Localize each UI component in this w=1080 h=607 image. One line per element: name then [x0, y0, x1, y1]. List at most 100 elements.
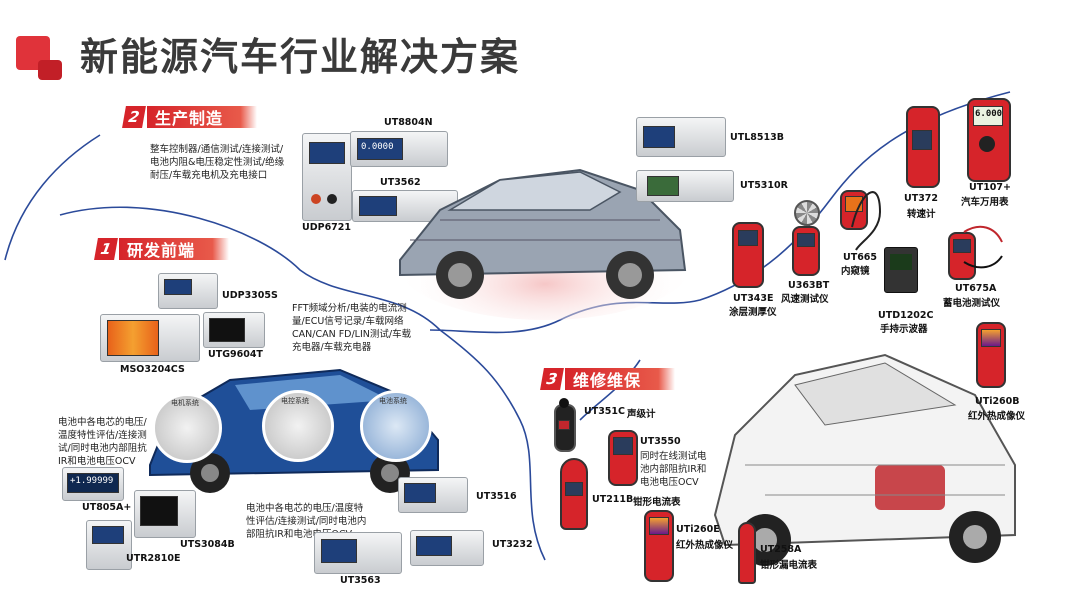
- ut211b-label: UT211B: [592, 494, 634, 505]
- desc-line: 电池电压OCV: [640, 477, 699, 488]
- ut665-label: UT665: [843, 252, 878, 263]
- utl8513b-label: UTL8513B: [730, 132, 784, 143]
- utr2810e-label: UTR2810E: [126, 553, 181, 564]
- udp3305s-label: UDP3305S: [222, 290, 278, 301]
- ut805a-device: +1.99999: [62, 467, 124, 501]
- ut258a-label: UT258A: [760, 544, 802, 555]
- utd1202c-device: [884, 247, 918, 293]
- desc-line: 耐压/车载充电机及充电接口: [150, 170, 268, 181]
- battery-system-label: 电池系统: [379, 397, 407, 405]
- uti260e-desc: 红外热成像仪: [676, 540, 734, 551]
- section-number: 1: [94, 238, 118, 260]
- ut351c-device: [554, 398, 576, 452]
- ut8804n-label: UT8804N: [384, 117, 433, 128]
- desc-line: 整车控制器/通信测试/连接测试/: [150, 144, 284, 155]
- section-label: 研发前端: [119, 238, 230, 260]
- page-title: 新能源汽车行业解决方案: [80, 35, 521, 79]
- section-label: 维修维保: [565, 368, 676, 390]
- control-system-bubble: [262, 390, 334, 462]
- desc-line: 电池中各电芯的电压/: [58, 417, 147, 428]
- ut343e-device: [732, 222, 764, 288]
- ut5310r-label: UT5310R: [740, 180, 788, 191]
- battery-bottom-description: 电池中各电芯的电压/温度特 性评估/连接测试/同时电池内 部阻抗IR和电池电压O…: [246, 502, 366, 541]
- ut372-device: [906, 106, 940, 188]
- section-number: 3: [540, 368, 564, 390]
- desc-line: 池内部阻抗IR和: [640, 464, 707, 475]
- desc-line: 电池内阻&电压稳定性测试/绝缘: [150, 157, 285, 168]
- desc-line: 性评估/连接测试/同时电池内: [246, 516, 367, 527]
- production-car-image: [395, 168, 695, 320]
- utg9604t-device: [203, 312, 265, 348]
- motor-system-bubble: [152, 393, 222, 463]
- brand-logo: [16, 36, 64, 80]
- ut363bt-desc: 风速测试仪: [781, 294, 829, 305]
- ut3550-label: UT3550: [640, 436, 681, 447]
- ut3232-label: UT3232: [492, 539, 533, 550]
- ut258a-device: [738, 522, 756, 584]
- mso3204cs-device: [100, 314, 200, 362]
- desc-line: CAN/CAN FD/LIN测试/车载: [292, 329, 412, 340]
- rd-fft-description: FFT频域分析/电装的电流测 量/ECU信号记录/车载网络 CAN/CAN FD…: [292, 302, 411, 354]
- ut665-probe-cable: [851, 191, 882, 251]
- udp6721-device: [302, 133, 352, 221]
- motor-system-label: 电机系统: [171, 399, 199, 407]
- ut805a-label: UT805A+: [82, 502, 132, 513]
- utd1202c-label: UTD1202C: [878, 310, 934, 321]
- ut3562-device: [352, 190, 458, 222]
- ut3550-device: [608, 430, 638, 486]
- ut107-readout: 6.000: [975, 109, 1003, 119]
- section-number: 2: [122, 106, 146, 128]
- control-system-label: 电控系统: [281, 397, 309, 405]
- section-label: 生产制造: [147, 106, 258, 128]
- battery-left-description: 电池中各电芯的电压/ 温度特性评估/连接测 试/同时电池内部阻抗 IR和电池电压…: [58, 416, 147, 468]
- ut675a-label: UT675A: [955, 283, 997, 294]
- ut258a-desc: 钳形漏电流表: [760, 560, 818, 571]
- desc-line: 电池中各电芯的电压/温度特: [246, 503, 364, 514]
- ut665-device: [840, 190, 868, 230]
- ut3516-label: UT3516: [476, 491, 517, 502]
- desc-line: 量/ECU信号记录/车载网络: [292, 316, 404, 327]
- desc-line: IR和电池电压OCV: [58, 456, 136, 467]
- desc-line: 充电器/车载充电器: [292, 342, 372, 353]
- ut3563-device: [314, 532, 402, 574]
- udp3305s-device: [158, 273, 218, 309]
- uti260b-label: UTi260B: [975, 396, 1020, 407]
- ut351c-label: UT351C: [584, 406, 625, 417]
- utd1202c-desc: 手持示波器: [880, 324, 928, 335]
- ut3232-device: [410, 530, 484, 566]
- desc-line: 同时在线测试电: [640, 451, 707, 462]
- ut3550-description: 同时在线测试电 池内部阻抗IR和 电池电压OCV: [640, 450, 707, 489]
- ut665-desc: 内窥镜: [841, 266, 870, 277]
- uts3084b-label: UTS3084B: [180, 539, 235, 550]
- uti260b-device: [976, 322, 1006, 388]
- ut211b-device: [560, 458, 588, 530]
- utr2810e-device: [86, 520, 132, 570]
- ut363bt-label: U363BT: [788, 280, 830, 291]
- desc-line: FFT频域分析/电装的电流测: [292, 303, 407, 314]
- desc-line: 部阻抗IR和电池电压OCV: [246, 529, 353, 540]
- production-description: 整车控制器/通信测试/连接测试/ 电池内阻&电压稳定性测试/绝缘 耐压/车载充电…: [150, 143, 284, 182]
- ut805a-readout: +1.99999: [70, 476, 114, 486]
- ut372-desc: 转速计: [907, 209, 936, 220]
- ut675a-clip-cables: [963, 225, 1003, 269]
- battery-system-bubble: [360, 390, 432, 462]
- uts3084b-device: [134, 490, 196, 538]
- ut675a-device: [948, 232, 976, 280]
- section-production-banner: 2 生产制造: [122, 104, 258, 130]
- desc-line: 试/同时电池内部阻抗: [58, 443, 147, 454]
- uti260b-desc: 红外热成像仪: [968, 411, 1026, 422]
- udp6721-label: UDP6721: [302, 222, 352, 233]
- ut107-device: 6.000: [967, 98, 1011, 182]
- utg9604t-label: UTG9604T: [208, 349, 263, 360]
- uti260e-device: [644, 510, 674, 582]
- ut107-desc: 汽车万用表: [961, 197, 1009, 208]
- uti260e-label: UTi260E: [676, 524, 720, 535]
- ut363bt-device: [792, 226, 820, 276]
- ut343e-desc: 涂层测厚仪: [729, 307, 777, 318]
- ut351c-desc: 声级计: [627, 409, 656, 420]
- section-rd-banner: 1 研发前端: [94, 236, 230, 262]
- ut8804n-readout: 0.0000: [361, 142, 394, 152]
- desc-line: 温度特性评估/连接测: [58, 430, 147, 441]
- ut3516-device: [398, 477, 468, 513]
